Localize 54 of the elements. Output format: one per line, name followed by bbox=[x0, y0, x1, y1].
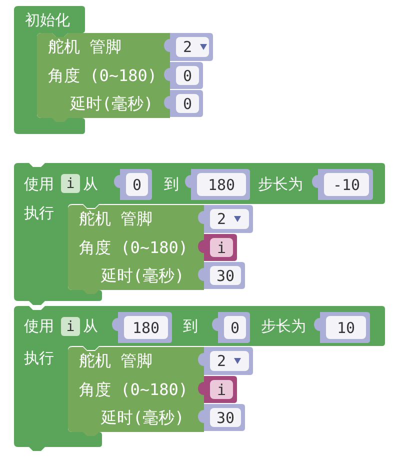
text-label: 舵机 管脚 bbox=[79, 351, 153, 371]
text-label: 延时(毫秒) bbox=[101, 266, 184, 286]
number-field: 0 bbox=[176, 94, 199, 113]
text-label: 角度 (0~180) bbox=[79, 380, 188, 400]
text-label: 使用 bbox=[24, 174, 54, 194]
number-block bbox=[198, 262, 245, 289]
text-label: 角度 (0~180) bbox=[79, 238, 188, 258]
number-field: 0 bbox=[176, 66, 199, 85]
text-label: 延时(毫秒) bbox=[101, 408, 184, 428]
dropdown-field: 2 bbox=[210, 351, 249, 371]
text-label: 从 bbox=[83, 174, 98, 194]
number-field: 180 bbox=[197, 173, 246, 196]
number-field: -10 bbox=[324, 173, 369, 196]
number-block bbox=[212, 312, 250, 343]
setup-block bbox=[14, 6, 85, 134]
variable-field: i bbox=[61, 317, 80, 336]
text-label: 步长为 bbox=[258, 174, 303, 194]
text-label: 从 bbox=[83, 316, 98, 336]
number-block bbox=[112, 312, 172, 343]
number-field: 30 bbox=[210, 408, 241, 427]
text-label: 执行 bbox=[24, 203, 54, 223]
dropdown-block bbox=[164, 33, 213, 61]
number-field: 30 bbox=[210, 266, 241, 285]
variable-field: i bbox=[61, 174, 80, 193]
servo-block bbox=[68, 205, 204, 294]
number-field: 0 bbox=[224, 316, 246, 339]
number-field: 10 bbox=[326, 316, 366, 339]
number-block bbox=[114, 169, 152, 200]
variable-field: i bbox=[210, 380, 233, 399]
text-label: 步长为 bbox=[261, 316, 306, 336]
text-label: 角度 (0~180) bbox=[48, 66, 158, 86]
text-label: 舵机 管脚 bbox=[48, 37, 122, 57]
loop-block bbox=[14, 306, 385, 451]
number-block bbox=[312, 169, 373, 200]
loop-block bbox=[14, 163, 385, 305]
number-field: 180 bbox=[124, 316, 168, 339]
number-block bbox=[314, 312, 370, 343]
text-label: 使用 bbox=[24, 316, 54, 336]
text-label: 到 bbox=[183, 316, 198, 336]
dropdown-field: 2 bbox=[210, 209, 249, 229]
dropdown-block bbox=[198, 205, 253, 233]
number-block bbox=[185, 169, 250, 200]
text-label: 到 bbox=[164, 174, 179, 194]
text-label: 执行 bbox=[24, 348, 54, 368]
text-label: 延时(毫秒) bbox=[70, 94, 154, 114]
servo-block bbox=[68, 347, 204, 436]
text-label: 舵机 管脚 bbox=[79, 209, 153, 229]
variable-field: i bbox=[210, 238, 233, 257]
dropdown-field: 2 bbox=[176, 37, 209, 57]
text-label: 初始化 bbox=[25, 10, 70, 30]
number-field: 0 bbox=[126, 173, 148, 196]
servo-block bbox=[37, 33, 170, 122]
number-block bbox=[198, 404, 245, 431]
dropdown-block bbox=[198, 347, 253, 375]
